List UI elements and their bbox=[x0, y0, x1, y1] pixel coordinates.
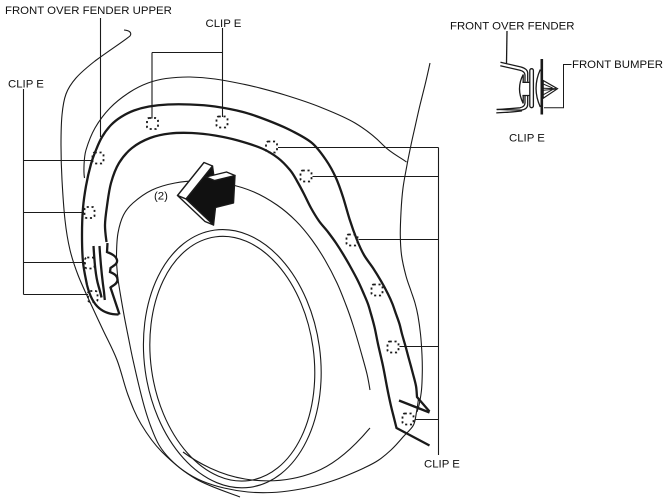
svg-text:CLIP E: CLIP E bbox=[424, 459, 460, 471]
svg-text:FRONT BUMPER: FRONT BUMPER bbox=[572, 59, 663, 71]
svg-text:CLIP E: CLIP E bbox=[509, 133, 545, 145]
svg-text:CLIP E: CLIP E bbox=[8, 79, 44, 91]
svg-text:FRONT OVER FENDER UPPER: FRONT OVER FENDER UPPER bbox=[5, 5, 172, 17]
svg-text:FRONT OVER FENDER: FRONT OVER FENDER bbox=[450, 21, 574, 33]
svg-text:CLIP E: CLIP E bbox=[206, 18, 242, 30]
svg-text:(2): (2) bbox=[154, 191, 168, 203]
